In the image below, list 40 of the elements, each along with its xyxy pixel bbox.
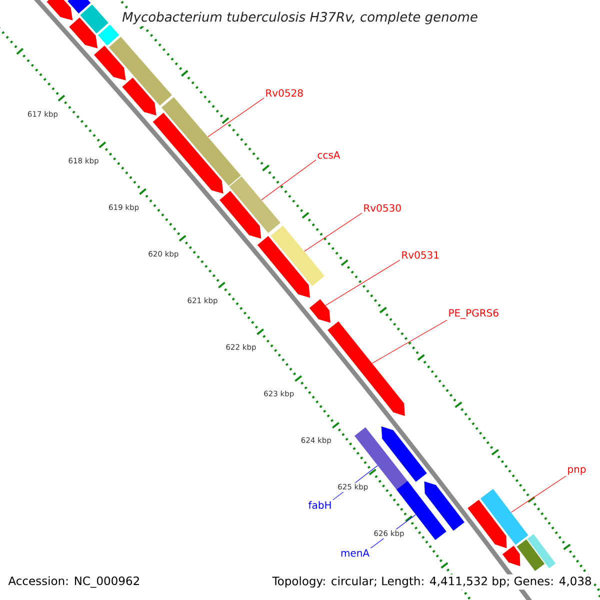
gene-block: [328, 321, 405, 416]
gene-block: [68, 0, 91, 14]
gene-block: [270, 226, 325, 286]
gene-block: [162, 97, 241, 186]
gene-label: Rv0530: [364, 204, 401, 212]
leader-line: [304, 212, 362, 252]
gene-block: [257, 236, 310, 298]
gene-label: fabH: [308, 501, 331, 509]
gene-block: [229, 176, 280, 234]
gene-block: [69, 18, 98, 48]
gene-block: [46, 0, 73, 20]
gene-label: pnp: [568, 467, 586, 475]
gene-label: Rv0528: [266, 89, 303, 97]
gene-block: [152, 112, 224, 194]
gene-block: [502, 546, 520, 566]
leader-line: [325, 260, 400, 306]
gene-block: [98, 24, 120, 46]
gene-block: [309, 299, 330, 323]
gene-label: ccsA: [318, 151, 340, 159]
leader-line: [261, 160, 316, 200]
gene-block: [80, 4, 108, 34]
gene-block: [220, 190, 262, 239]
gene-block: [94, 46, 126, 80]
leader-line: [372, 320, 448, 364]
gene-block: [468, 500, 507, 548]
gene-block: [424, 481, 464, 531]
gene-block: [480, 488, 528, 545]
gene-label: menA: [341, 549, 370, 557]
gene-block: [108, 36, 172, 106]
gene-label: Rv0531: [402, 251, 439, 259]
gene-label: PE_PGRS6: [449, 309, 498, 319]
genome-info-text: Topology: circular; Length: 4,411,532 bp; Genes: 4,038: [270, 574, 594, 590]
gene-block: [527, 534, 556, 568]
leader-line: [510, 476, 566, 513]
leader-line: [208, 98, 264, 138]
title: Mycobacterium tuberculosis H37Rv, complete genome: [120, 10, 480, 26]
accession-text: Accession: NC_000962: [6, 574, 142, 590]
gene-block: [122, 78, 156, 116]
gene-block: [516, 539, 545, 572]
gene-block: [381, 426, 427, 482]
